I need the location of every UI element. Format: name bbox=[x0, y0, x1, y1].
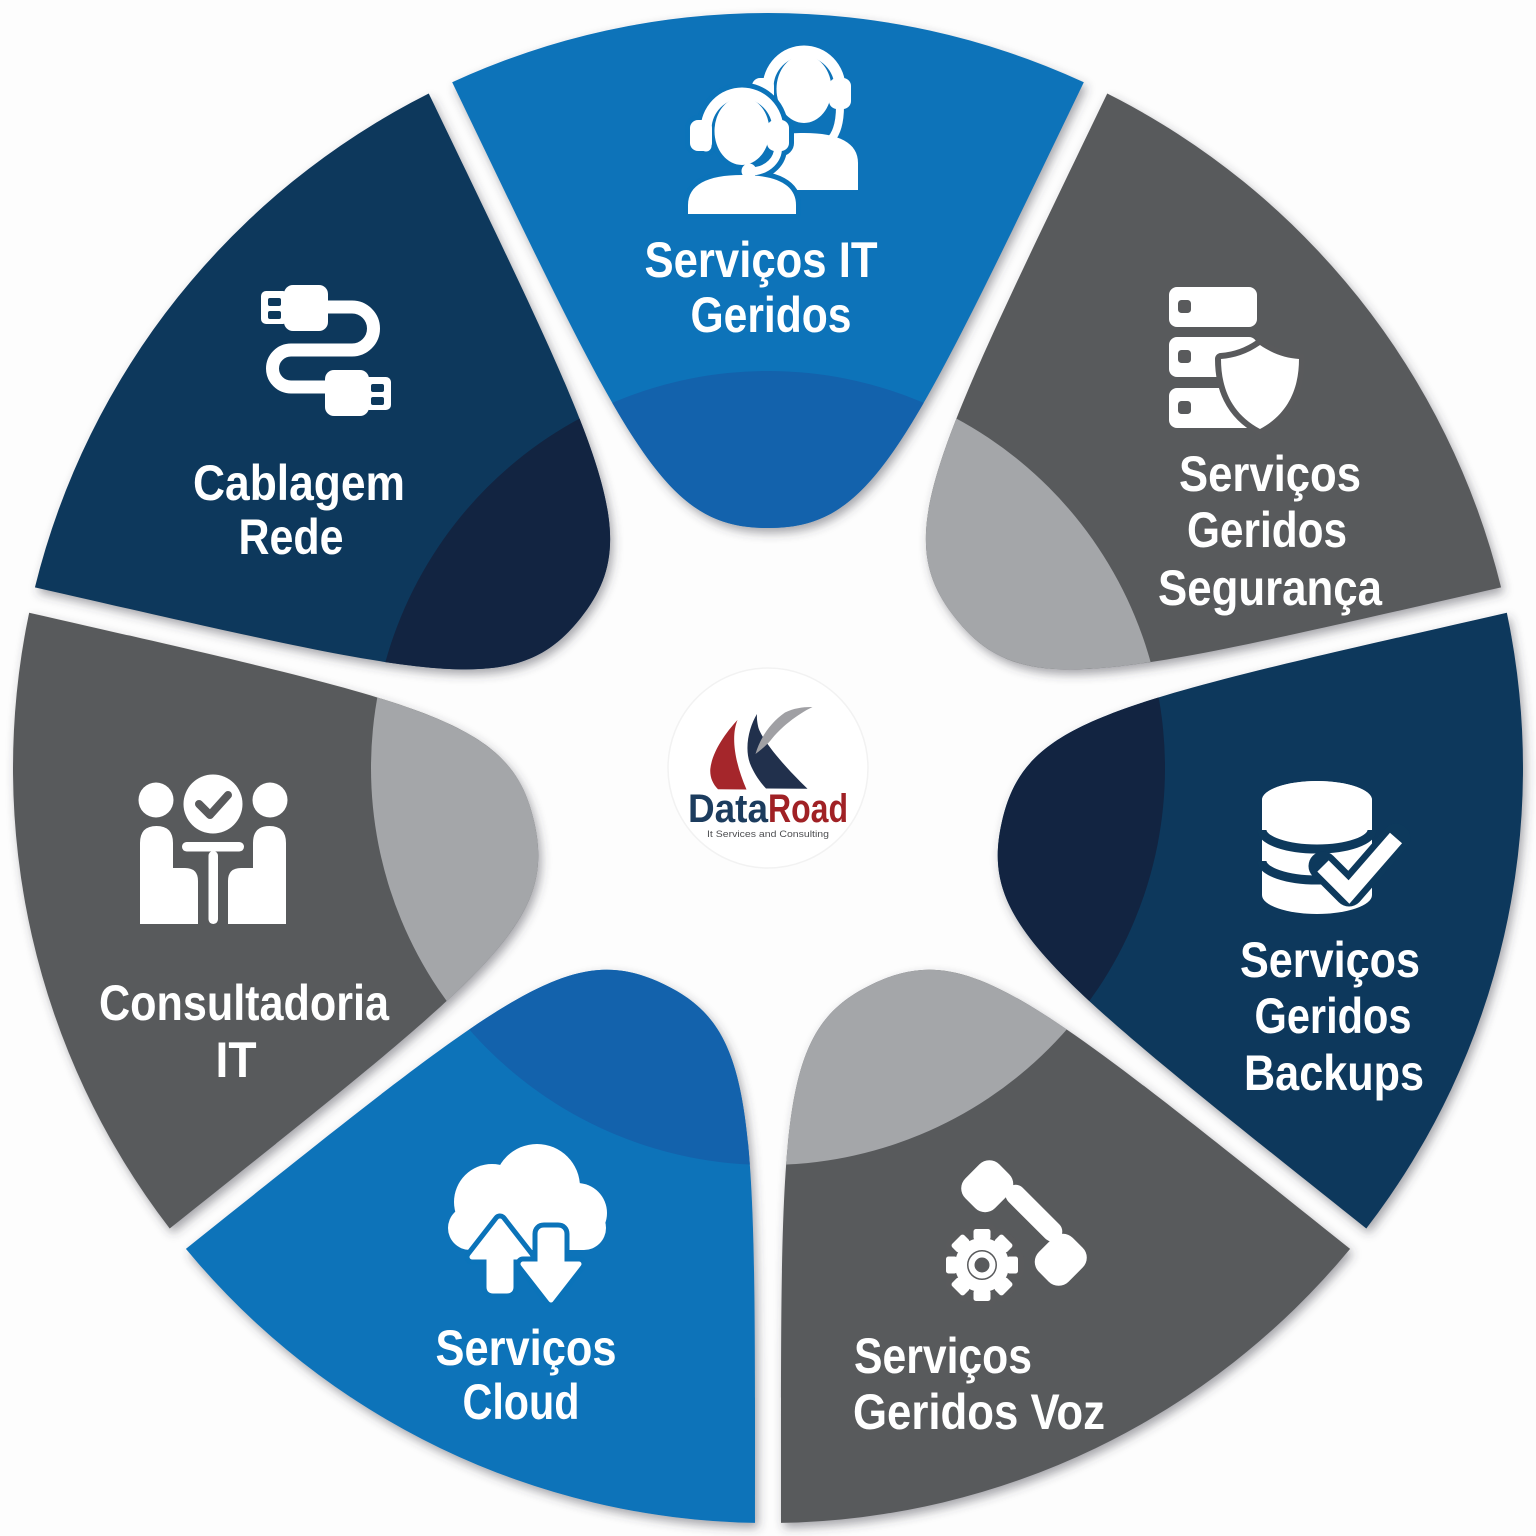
svg-text:Geridos: Geridos bbox=[1255, 988, 1412, 1044]
svg-text:It Services and Consulting: It Services and Consulting bbox=[707, 829, 829, 840]
svg-text:Segurança: Segurança bbox=[1158, 560, 1383, 616]
svg-text:Serviços: Serviços bbox=[436, 1320, 617, 1376]
svg-text:Rede: Rede bbox=[239, 509, 344, 565]
svg-text:Serviços: Serviços bbox=[854, 1328, 1032, 1384]
svg-text:Cloud: Cloud bbox=[463, 1374, 580, 1430]
svg-text:Data: Data bbox=[688, 787, 769, 831]
svg-text:Serviços: Serviços bbox=[1240, 932, 1420, 988]
svg-text:Backups: Backups bbox=[1244, 1045, 1424, 1101]
svg-text:Cablagem: Cablagem bbox=[193, 455, 405, 511]
svg-text:Road: Road bbox=[768, 787, 848, 831]
svg-text:Geridos: Geridos bbox=[1187, 502, 1347, 558]
svg-text:Geridos Voz: Geridos Voz bbox=[853, 1384, 1105, 1440]
svg-text:Serviços IT: Serviços IT bbox=[645, 232, 878, 288]
svg-text:Geridos: Geridos bbox=[691, 287, 852, 343]
svg-text:Serviços: Serviços bbox=[1179, 446, 1361, 502]
svg-text:Consultadoria: Consultadoria bbox=[99, 975, 390, 1031]
svg-text:IT: IT bbox=[216, 1032, 257, 1088]
